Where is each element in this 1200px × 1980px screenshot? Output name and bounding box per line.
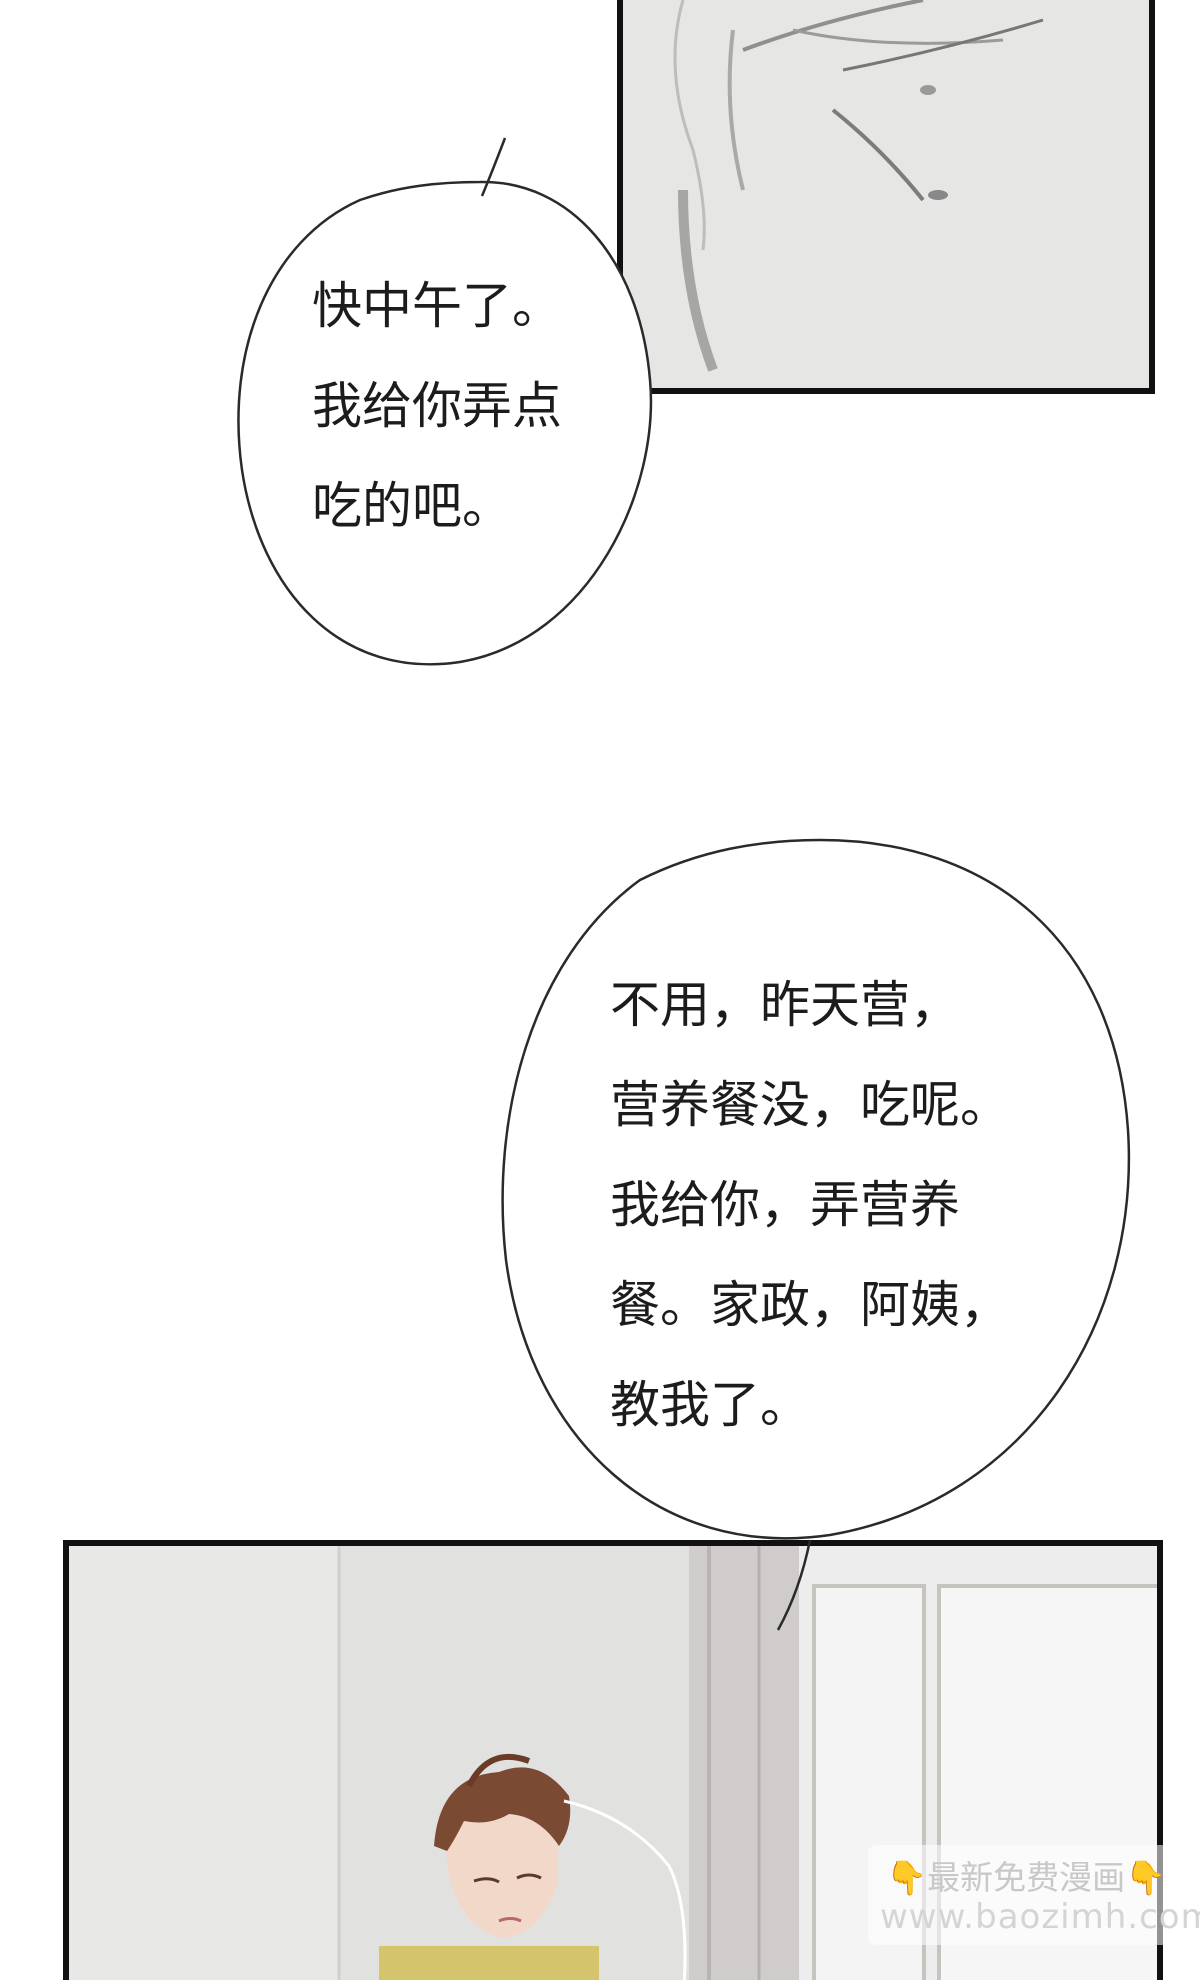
speech-line: 吃的吧。 — [312, 477, 512, 535]
speech-line: 我给你，弄营养 — [610, 1176, 960, 1234]
speech-line: 营养餐没，吃呢。 — [610, 1076, 1010, 1134]
pointing-down-icon: 👇 — [1125, 1858, 1167, 1897]
watermark: 👇最新免费漫画👇 www.baozimh.com — [868, 1845, 1200, 1945]
watermark-title-row: 👇最新免费漫画👇 — [886, 1851, 1166, 1899]
speech-line: 不用，昨天营， — [610, 976, 960, 1034]
speech-line: 教我了。 — [610, 1376, 810, 1434]
pointing-down-icon: 👇 — [886, 1858, 928, 1897]
top-panel — [617, 0, 1155, 394]
watermark-title: 最新免费漫画 — [927, 1858, 1126, 1897]
speech-bubble-1-tail — [480, 137, 507, 197]
top-panel-art — [623, 0, 1149, 388]
speech-line: 我给你弄点 — [312, 377, 562, 435]
speech-bubble-2-text: 不用，昨天营， 营养餐没，吃呢。 我给你，弄营养 餐。家政，阿姨， 教我了。 — [610, 955, 1010, 1455]
speech-bubble-1-text: 快中午了。 我给你弄点 吃的吧。 — [312, 256, 562, 556]
speech-line: 餐。家政，阿姨， — [610, 1276, 1010, 1334]
speech-line: 快中午了。 — [312, 277, 562, 335]
watermark-url: www.baozimh.com — [880, 1897, 1200, 1937]
